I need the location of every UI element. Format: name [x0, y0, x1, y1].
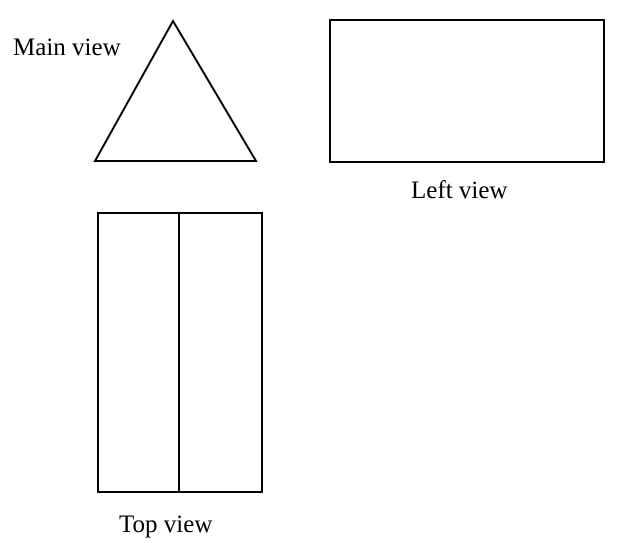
- main-view-triangle: [93, 18, 258, 162]
- left-view-rectangle: [329, 19, 605, 163]
- top-view: Top view: [97, 212, 263, 538]
- main-view: Main view: [13, 18, 258, 162]
- left-view: Left view: [329, 19, 605, 204]
- left-view-label: Left view: [411, 177, 507, 204]
- top-view-label: Top view: [119, 511, 212, 538]
- main-view-label: Main view: [13, 34, 121, 61]
